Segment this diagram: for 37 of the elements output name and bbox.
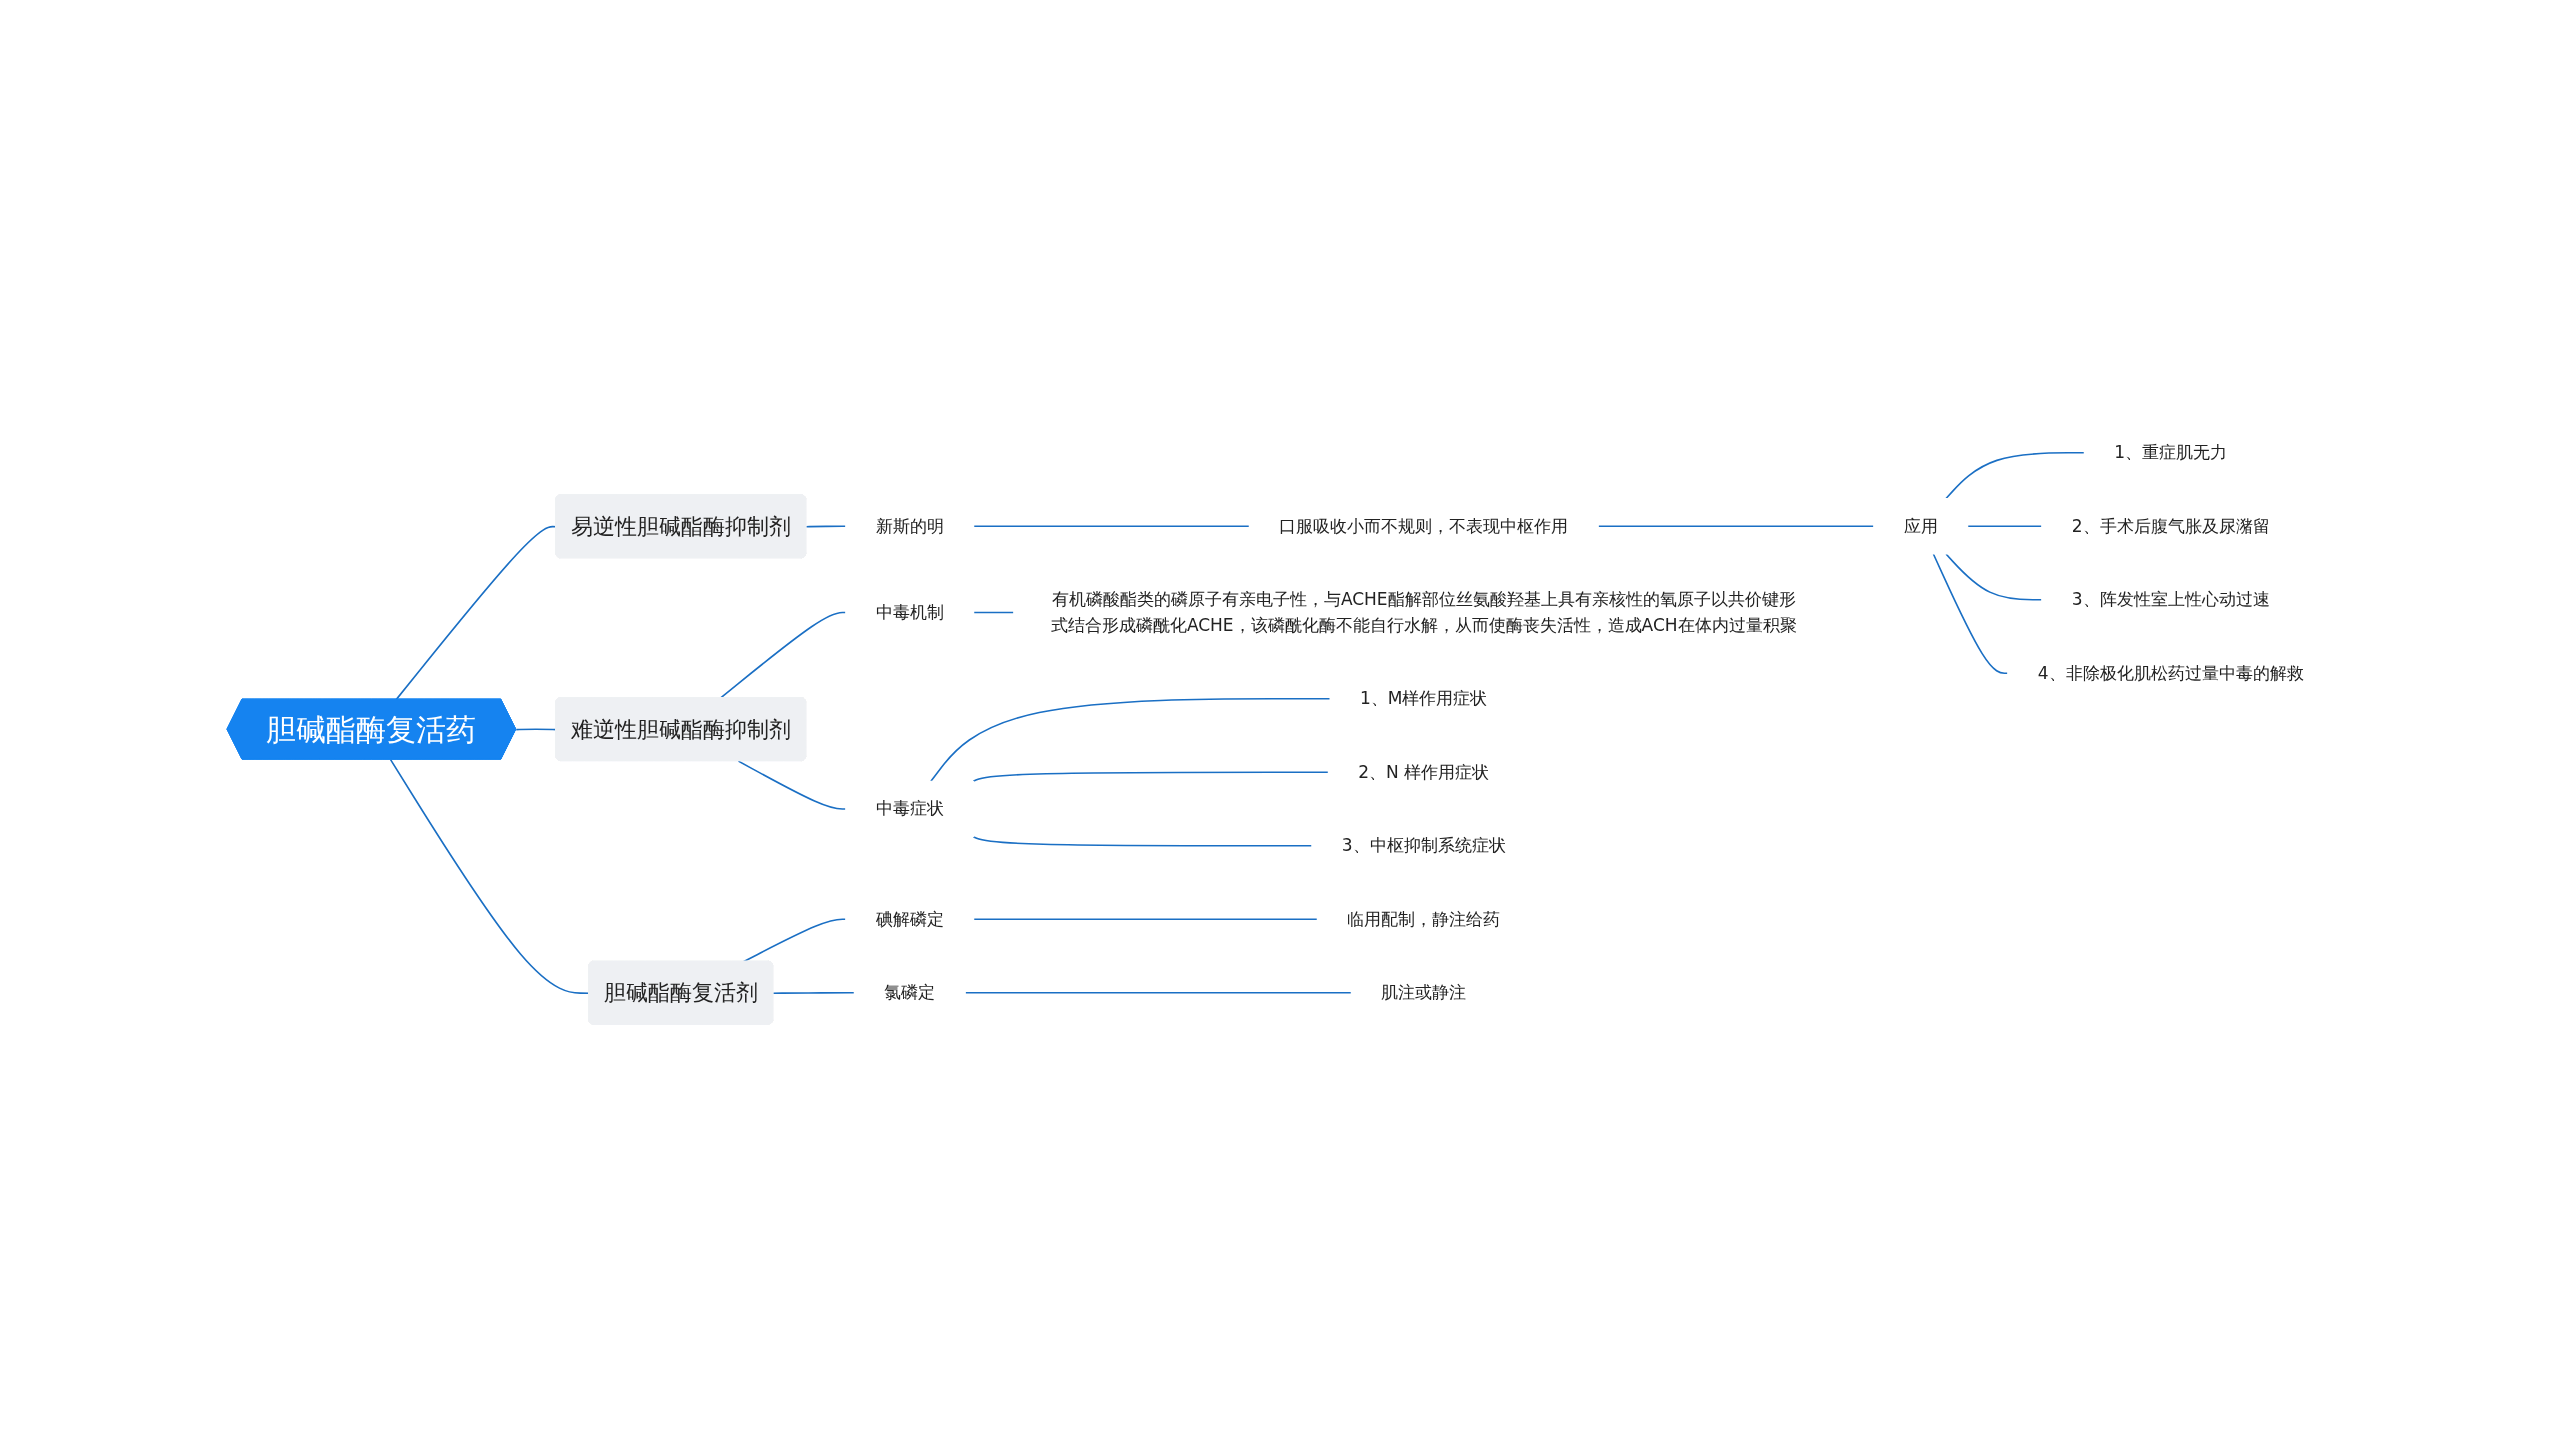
node-text: 有机磷酸酯类的磷原子有亲电子性，与ACHE酯解部位丝氨酸羟基上具有亲核性的氧原子以共价键形式结合形成磷酰化ACHE，该磷酰化酶不能自行水解，从而使酶丧失活性，造成ACH在体内过量积聚 (1050, 588, 1797, 635)
connector (972, 835, 1313, 847)
connector (1597, 525, 1875, 527)
node-text: 2、手术后腹气胀及尿潴留 (2071, 515, 2270, 536)
node-text: 中毒症状 (875, 798, 944, 819)
node-text: 1、重症肌无力 (2113, 441, 2227, 462)
connector (772, 991, 855, 994)
connector (964, 991, 1352, 994)
connector (389, 758, 590, 994)
connector (972, 611, 1015, 614)
connector (395, 525, 557, 701)
connector (719, 611, 847, 699)
node-text: 氯磷定 (883, 981, 935, 1002)
node-text: 3、阵发性室上性心动过速 (2071, 588, 2270, 609)
node-text: 中毒机制 (875, 601, 944, 622)
connector (805, 525, 847, 528)
connector (972, 771, 1329, 782)
node-text: 临用配制，静注给药 (1346, 908, 1500, 929)
node-text: 2、N 样作用症状 (1357, 761, 1489, 782)
node-text: 4、非除极化肌松药过量中毒的解救 (2037, 662, 2304, 683)
connector (1944, 451, 2085, 500)
connector (972, 525, 1250, 527)
node-text: 1、M样作用症状 (1359, 687, 1488, 708)
connector (1944, 553, 2043, 601)
node-text: 新斯的明 (875, 515, 944, 536)
node-text: 碘解磷定 (875, 908, 944, 929)
node-text: 口服吸收小而不规则，不表现中枢作用 (1278, 515, 1568, 536)
connector (1966, 525, 2043, 527)
node-text: 3、中枢抑制系统症状 (1341, 834, 1506, 855)
node-text: 应用 (1903, 515, 1938, 536)
connector (929, 697, 1331, 782)
connector (515, 728, 557, 731)
connector (742, 918, 847, 963)
connector (737, 760, 847, 810)
connector (1932, 553, 2009, 674)
node-text: 肌注或静注 (1380, 981, 1466, 1002)
connector (972, 918, 1318, 920)
